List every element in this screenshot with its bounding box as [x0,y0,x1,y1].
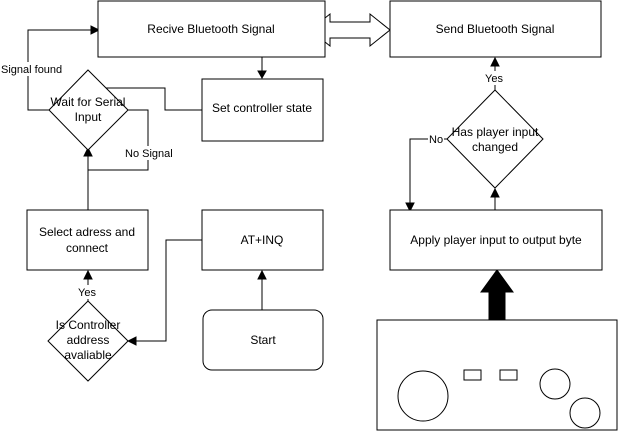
at-inq-node [201,209,324,271]
select-address-node [26,209,149,271]
send-bluetooth-label: Send Bluetooth Signal [436,22,555,36]
arrowhead [83,146,93,157]
set-controller-state-label: Set controller state [212,101,312,115]
wait-serial-input-label-1: Wait for Serial [51,95,126,109]
edge-wait-no-signal-loop [87,109,149,171]
signal-found-label: Signal found [1,64,62,76]
player-input-changed-label-2: changed [472,140,518,154]
edge-set-state-to-wait [97,87,202,111]
label-bg [428,132,444,146]
wait-serial-input-label-2: Input [75,110,102,124]
no-signal-label: No Signal [125,148,173,160]
wait-serial-input-node [48,69,129,151]
player-input-changed-node [446,89,544,189]
send-bluetooth-node [389,0,602,58]
edge-at-inq-to-is-controller [135,239,202,342]
controller-input-arrow [480,269,514,321]
set-controller-state-node [201,78,324,142]
controller-address-available-node [47,300,129,382]
receive-bluetooth-node [97,0,326,58]
apply-player-input-node [389,209,603,271]
at-inq-label: AT+INQ [241,233,284,247]
arrowhead [490,187,500,198]
arrowhead [90,25,101,35]
start-label: Start [250,333,276,347]
action-button-a-icon [539,368,571,400]
joystick-icon [397,370,449,422]
arrowhead [490,56,500,67]
edge-changed-to-apply [409,138,447,204]
no-apply-label: No [429,134,443,146]
start-node [202,309,324,371]
action-button-b-icon [569,397,601,429]
arrowhead [405,202,415,213]
controller-address-label-2: address [67,333,110,347]
select-button-icon [463,369,482,381]
receive-bluetooth-label: Recive Bluetooth Signal [147,22,274,36]
yes-send-label: Yes [485,73,503,85]
arrowhead [257,70,267,80]
label-bg [484,71,504,85]
label-bg [77,285,97,299]
start-button-icon [499,369,518,381]
apply-player-input-label: Apply player input to output byte [410,233,582,247]
arrowhead [126,336,137,346]
player-input-changed-label-1: Has player input [452,125,539,139]
select-address-label-1: Select adress and [39,225,135,239]
controller-address-label-3: avaliable [64,348,112,362]
label-bg [123,146,175,160]
controller-address-label-1: Is Controller [56,318,121,332]
select-address-label-2: connect [66,241,109,255]
arrowhead [83,269,93,280]
yes-select-label: Yes [78,287,96,299]
arrowhead [257,269,267,280]
label-bg [0,62,62,76]
